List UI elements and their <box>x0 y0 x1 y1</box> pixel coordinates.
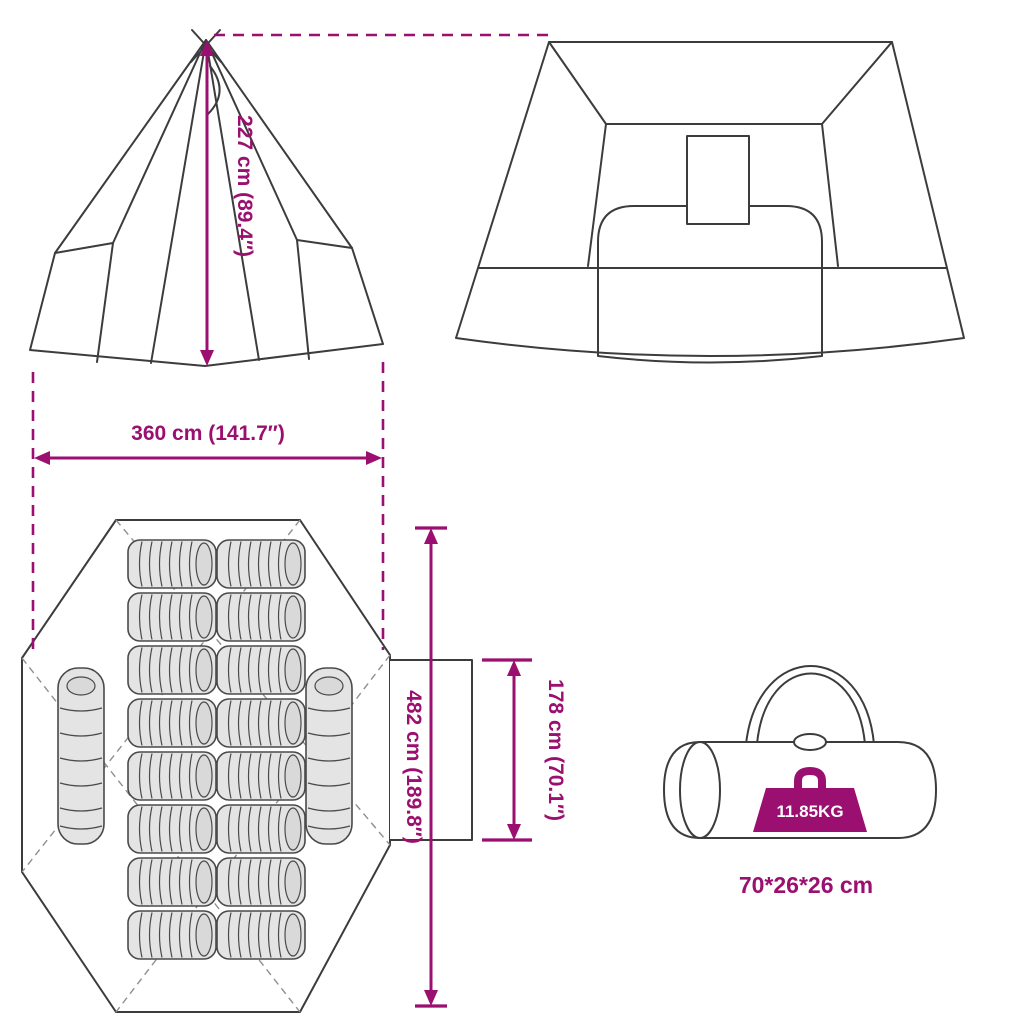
sleeping-bag <box>127 698 217 748</box>
length-label: 482 cm (189.8″) <box>402 690 425 844</box>
sleeping-bag <box>216 698 306 748</box>
sleeping-bag <box>216 539 306 589</box>
sleeping-bag <box>216 857 306 907</box>
sleeping-bag <box>216 910 306 960</box>
height-label: 227 cm (89.4″) <box>233 115 256 257</box>
arrow-down-icon <box>507 824 521 840</box>
weight-icon: 11.85KG <box>753 766 867 832</box>
arrow-up-icon <box>507 660 521 676</box>
arrow-left-icon <box>34 451 50 465</box>
arrow-up-icon <box>200 40 214 56</box>
sleeping-bag <box>127 751 217 801</box>
sleeping-bag <box>216 645 306 695</box>
floor-plan <box>21 519 473 1013</box>
sleeping-bag <box>216 592 306 642</box>
carry-bag: 11.85KG 70*26*26 cm <box>663 665 937 898</box>
width-dimension: 360 cm (141.7″) <box>34 422 382 465</box>
bag-handle <box>745 665 875 745</box>
arrow-right-icon <box>366 451 382 465</box>
sleeping-bag <box>127 645 217 695</box>
sleeping-bag <box>127 804 217 854</box>
sleeping-bag <box>305 667 353 845</box>
sleeping-bag <box>127 910 217 960</box>
sleeping-bag <box>57 667 105 845</box>
length-dimension: 482 cm (189.8″) <box>402 526 447 1008</box>
height-dimension: 227 cm (89.4″) <box>200 40 256 366</box>
sleeping-bag <box>127 539 217 589</box>
bag-handle-tab <box>793 733 827 751</box>
sleeping-bag <box>216 751 306 801</box>
sleeping-bag <box>216 804 306 854</box>
sleeping-bag <box>127 857 217 907</box>
arrow-down-icon <box>200 350 214 366</box>
bag-end-cap <box>679 741 721 839</box>
tipi-seam-lines <box>112 39 298 364</box>
vestibule-label: 178 cm (70.1″) <box>544 679 567 821</box>
arrow-up-icon <box>424 528 438 544</box>
packed-size-label: 70*26*26 cm <box>739 872 873 898</box>
width-label: 360 cm (141.7″) <box>131 422 285 445</box>
arrow-down-icon <box>424 990 438 1006</box>
vestibule-dimension: 178 cm (70.1″) <box>482 658 567 842</box>
side-window <box>686 135 750 225</box>
weight-label: 11.85KG <box>776 802 843 821</box>
side-roof-seams <box>477 41 948 269</box>
sleeping-bag <box>127 592 217 642</box>
tent-side-view <box>455 41 965 364</box>
projection-lines <box>31 33 549 652</box>
